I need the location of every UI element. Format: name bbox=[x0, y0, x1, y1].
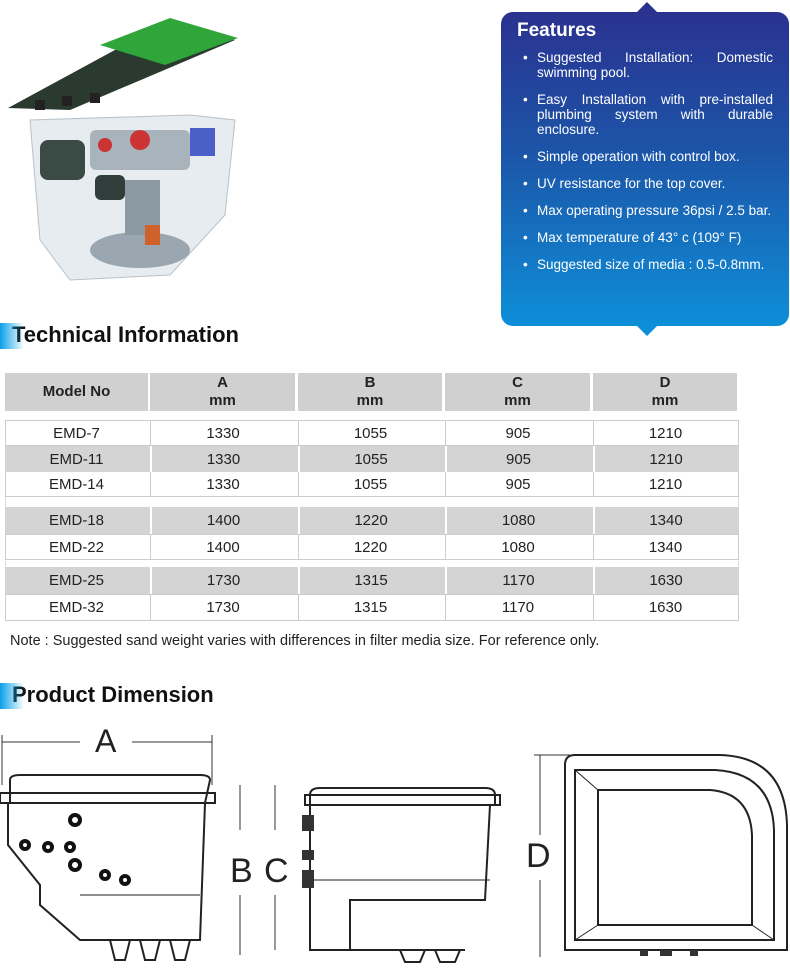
feature-item: UV resistance for the top cover. bbox=[517, 176, 773, 191]
header-unit: mm bbox=[651, 392, 679, 409]
table-cell: 1330 bbox=[150, 420, 295, 446]
feature-item: Suggested Installation: Domestic swimmin… bbox=[517, 50, 773, 80]
table-note: Note : Suggested sand weight varies with… bbox=[10, 633, 600, 649]
table-cell: EMD-18 bbox=[48, 512, 104, 529]
technical-title: Technical Information bbox=[0, 322, 239, 349]
dimension-label-d: D bbox=[526, 837, 551, 875]
dimension-label-a: A bbox=[95, 723, 117, 759]
header-label: C bbox=[512, 374, 523, 391]
table-cell: 1080 bbox=[445, 534, 590, 560]
table-cell: 905 bbox=[445, 420, 590, 446]
side-view-drawing: B C bbox=[230, 770, 510, 964]
table-cell: 1330 bbox=[150, 472, 295, 497]
table-cell: EMD-14 bbox=[48, 476, 104, 493]
table-cell: 1315 bbox=[298, 594, 442, 621]
table-cell: EMD-22 bbox=[48, 538, 104, 556]
row-group-gap bbox=[5, 497, 739, 507]
table-cell: 1340 bbox=[593, 507, 737, 534]
table-cell: 1055 bbox=[298, 420, 442, 446]
feature-item: Max operating pressure 36psi / 2.5 bar. bbox=[517, 203, 773, 218]
table-row bbox=[5, 534, 739, 560]
product-image bbox=[0, 0, 250, 300]
front-view-drawing: A bbox=[0, 723, 220, 964]
table-cell: 1330 bbox=[150, 446, 295, 472]
dimension-label-b: B bbox=[230, 852, 253, 890]
table-cell: 1630 bbox=[593, 594, 737, 621]
feature-item: Simple operation with control box. bbox=[517, 149, 773, 164]
table-cell: 1220 bbox=[298, 507, 442, 534]
table-cell: 1315 bbox=[298, 567, 442, 594]
table-header-cell: Model No bbox=[5, 373, 148, 411]
table-row bbox=[5, 567, 739, 594]
feature-item: Max temperature of 43° c (109° F) bbox=[517, 230, 773, 245]
table-row bbox=[5, 420, 739, 446]
header-label: B bbox=[364, 374, 376, 391]
header-label: A bbox=[217, 374, 228, 391]
table-cell: 1210 bbox=[593, 472, 737, 497]
dimension-label-c: C bbox=[264, 852, 289, 890]
table-cell: EMD-25 bbox=[48, 572, 104, 589]
table-cell: EMD-7 bbox=[53, 424, 100, 442]
table-cell: 1730 bbox=[150, 594, 295, 621]
table-cell: 1630 bbox=[593, 567, 737, 594]
table-cell: 1220 bbox=[298, 534, 442, 560]
header-unit: mm bbox=[504, 392, 531, 409]
table-cell: EMD-11 bbox=[49, 450, 104, 468]
table-row bbox=[5, 507, 739, 534]
features-panel: Features Suggested Installation: Domesti… bbox=[501, 2, 789, 336]
table-cell: 1170 bbox=[445, 594, 590, 621]
table-cell: 1170 bbox=[445, 567, 590, 594]
header-label: Model No bbox=[42, 383, 111, 400]
feature-item: Suggested size of media : 0.5-0.8mm. bbox=[517, 257, 773, 272]
table-cell: 1055 bbox=[298, 472, 442, 497]
dimension-title: Product Dimension bbox=[0, 682, 214, 709]
table-row bbox=[5, 446, 739, 472]
header-unit: mm bbox=[356, 392, 384, 409]
table-cell: 1400 bbox=[150, 534, 295, 560]
top-view-drawing: D bbox=[520, 745, 790, 964]
table-cell: 1055 bbox=[298, 446, 442, 472]
table-cell: 1340 bbox=[593, 534, 737, 560]
features-title: Features bbox=[517, 20, 597, 41]
table-cell: 905 bbox=[445, 472, 590, 497]
table-cell: 1730 bbox=[150, 567, 295, 594]
table-cell: 1400 bbox=[150, 507, 295, 534]
table-cell: EMD-32 bbox=[48, 599, 104, 616]
feature-item: Easy Installation with pre-installed plu… bbox=[517, 92, 773, 137]
table-row bbox=[5, 472, 739, 497]
header-unit: mm bbox=[209, 392, 236, 409]
header-label: D bbox=[659, 374, 671, 391]
table-cell: 1210 bbox=[593, 420, 737, 446]
row-group-gap bbox=[5, 561, 739, 567]
table-cell: 1080 bbox=[445, 507, 590, 534]
table-cell: 905 bbox=[445, 446, 590, 472]
table-cell: 1210 bbox=[593, 446, 737, 472]
table-row bbox=[5, 594, 739, 621]
